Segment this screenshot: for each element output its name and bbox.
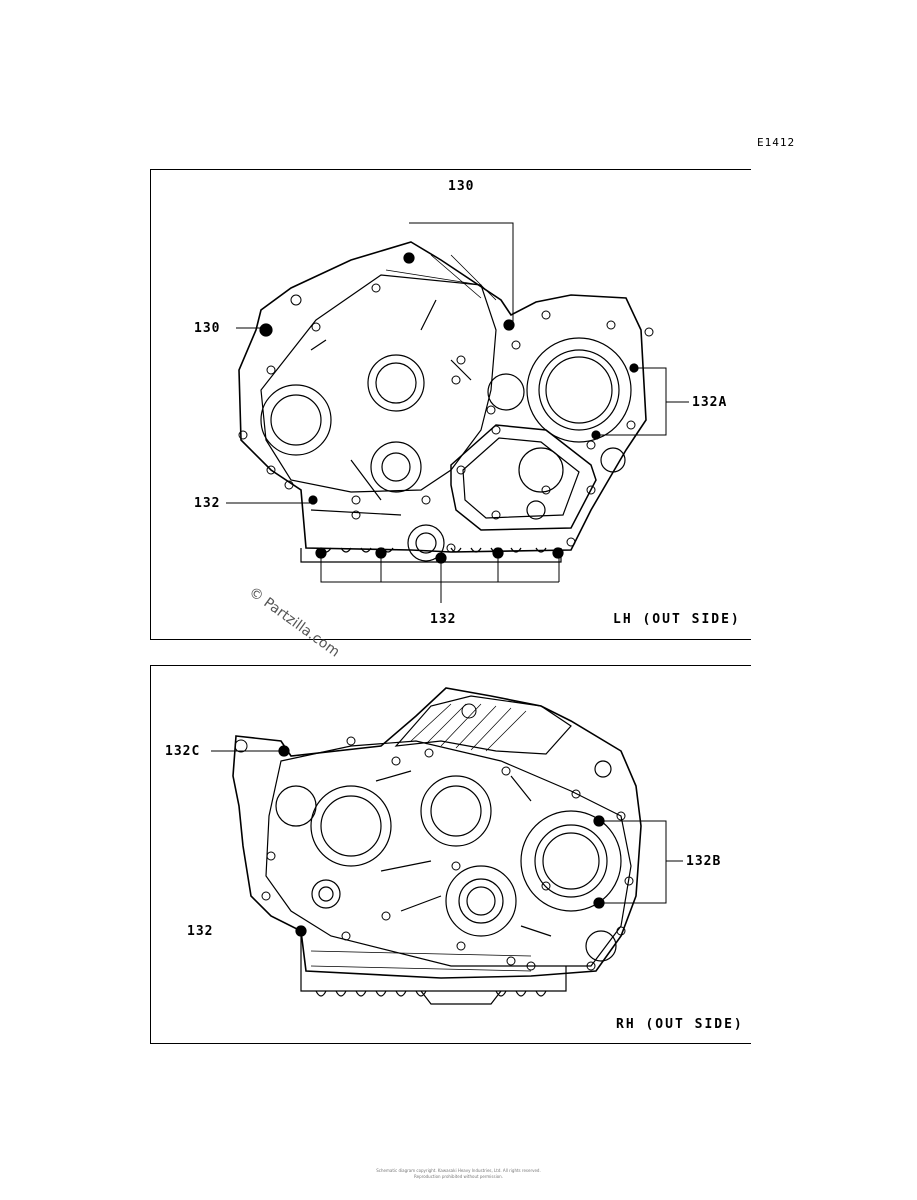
callout-132b: 132B [686, 854, 722, 869]
rh-crankcase-drawing [211, 687, 683, 1005]
lh-out-side-panel: 130 130 132A 132 132 LH (OUT SIDE) [150, 169, 751, 640]
diagram-code: E1412 [757, 136, 796, 149]
copyright-footer: Schematic diagram copyright. Kawasaki He… [0, 1168, 917, 1180]
footer-line-2: Reproduction prohibited without permissi… [414, 1174, 503, 1179]
footer-line-1: Schematic diagram copyright. Kawasaki He… [376, 1168, 541, 1173]
callout-132c: 132C [165, 744, 201, 759]
lh-crankcase-drawing [226, 222, 689, 603]
rh-side-label: RH (OUT SIDE) [616, 1017, 744, 1032]
callout-132-mid-left: 132 [194, 496, 221, 511]
callout-132-bottom: 132 [430, 612, 457, 627]
callout-130-left: 130 [194, 321, 221, 336]
rh-out-side-panel: 132C 132B 132 RH (OUT SIDE) [150, 665, 751, 1044]
callout-132-rh-left: 132 [187, 924, 214, 939]
callout-132a: 132A [692, 395, 728, 410]
callout-130-top: 130 [448, 179, 475, 194]
lh-side-label: LH (OUT SIDE) [613, 612, 741, 627]
